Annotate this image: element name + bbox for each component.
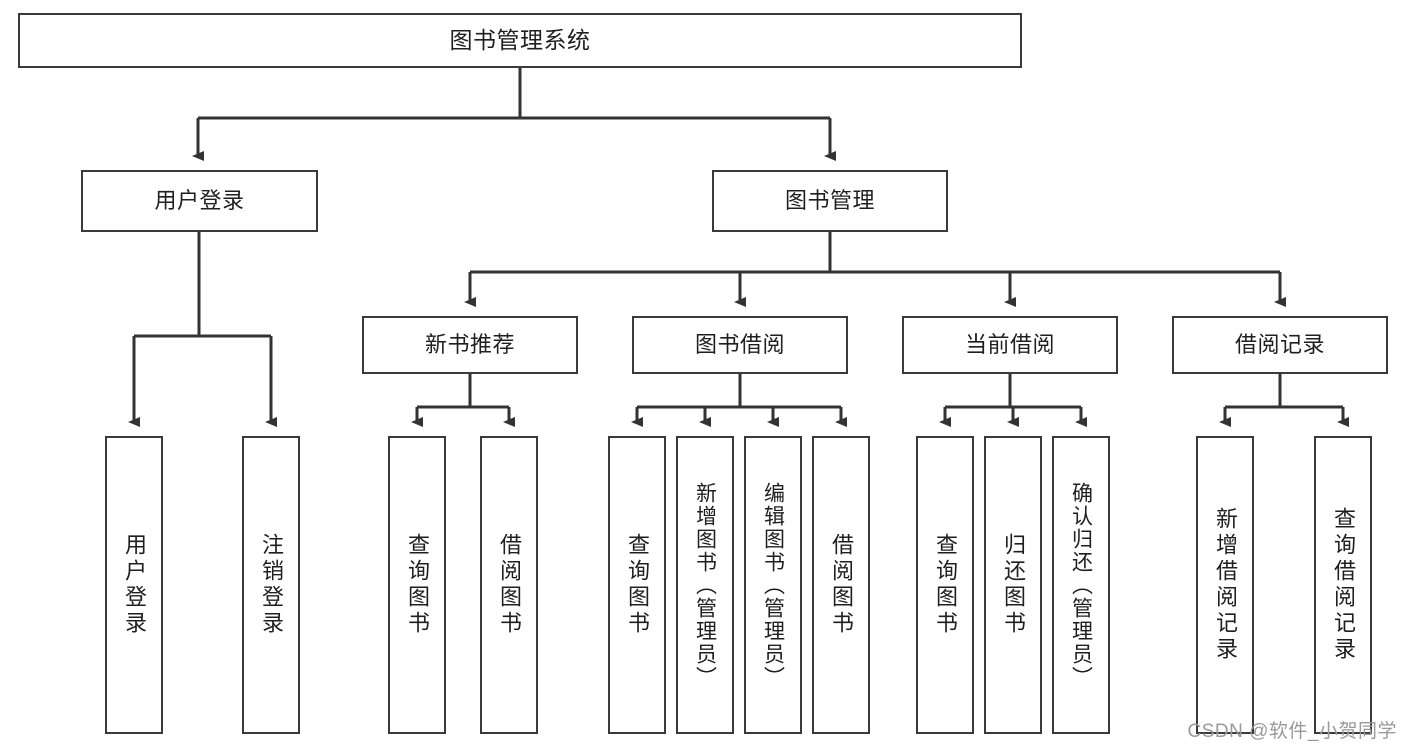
node-leaf-add-record-label: 新增借阅记录 (1213, 507, 1238, 663)
node-leaf-query-book-1[interactable]: 查询图书 (388, 436, 446, 734)
node-leaf-add-book-label: 新增图书（管理员） (693, 481, 717, 689)
node-leaf-query-book-3-label: 查询图书 (933, 533, 958, 637)
node-current-borrow-label: 当前借阅 (964, 332, 1055, 358)
node-current-borrow[interactable]: 当前借阅 (902, 316, 1118, 374)
node-book-borrow-label: 图书借阅 (694, 332, 785, 358)
node-leaf-query-record[interactable]: 查询借阅记录 (1314, 436, 1372, 734)
node-leaf-confirm-return-label: 确认归还（管理员） (1069, 481, 1093, 689)
node-leaf-return-book[interactable]: 归还图书 (984, 436, 1042, 734)
node-leaf-query-book-3[interactable]: 查询图书 (916, 436, 974, 734)
node-leaf-confirm-return[interactable]: 确认归还（管理员） (1052, 436, 1110, 734)
node-leaf-query-record-label: 查询借阅记录 (1331, 507, 1356, 663)
node-leaf-logout-login[interactable]: 注销登录 (242, 436, 300, 734)
node-leaf-borrow-book-2[interactable]: 借阅图书 (812, 436, 870, 734)
node-borrow-record-label: 借阅记录 (1234, 332, 1325, 358)
node-leaf-edit-book[interactable]: 编辑图书（管理员） (744, 436, 802, 734)
node-root[interactable]: 图书管理系统 (18, 13, 1022, 68)
node-book-borrow[interactable]: 图书借阅 (632, 316, 848, 374)
node-borrow-record[interactable]: 借阅记录 (1172, 316, 1388, 374)
node-leaf-return-book-label: 归还图书 (1001, 533, 1026, 637)
node-leaf-borrow-book-1-label: 借阅图书 (497, 533, 522, 637)
node-leaf-add-record[interactable]: 新增借阅记录 (1196, 436, 1254, 734)
node-leaf-query-book-1-label: 查询图书 (405, 533, 430, 637)
node-book-manage-label: 图书管理 (784, 188, 875, 214)
node-root-label: 图书管理系统 (449, 26, 591, 53)
node-leaf-user-login-label: 用户登录 (122, 533, 147, 637)
node-new-book-recommend-label: 新书推荐 (424, 332, 515, 358)
node-leaf-query-book-2-label: 查询图书 (625, 533, 650, 637)
node-leaf-borrow-book-1[interactable]: 借阅图书 (480, 436, 538, 734)
node-leaf-logout-login-label: 注销登录 (259, 533, 284, 637)
node-leaf-edit-book-label: 编辑图书（管理员） (761, 481, 785, 689)
node-leaf-query-book-2[interactable]: 查询图书 (608, 436, 666, 734)
node-book-manage[interactable]: 图书管理 (712, 170, 948, 232)
node-leaf-add-book[interactable]: 新增图书（管理员） (676, 436, 734, 734)
node-user-login-label: 用户登录 (154, 188, 245, 214)
node-user-login[interactable]: 用户登录 (81, 170, 318, 232)
node-leaf-user-login[interactable]: 用户登录 (105, 436, 163, 734)
node-leaf-borrow-book-2-label: 借阅图书 (829, 533, 854, 637)
node-new-book-recommend[interactable]: 新书推荐 (362, 316, 578, 374)
watermark: CSDN @软件_小贺同学 (1187, 721, 1397, 742)
